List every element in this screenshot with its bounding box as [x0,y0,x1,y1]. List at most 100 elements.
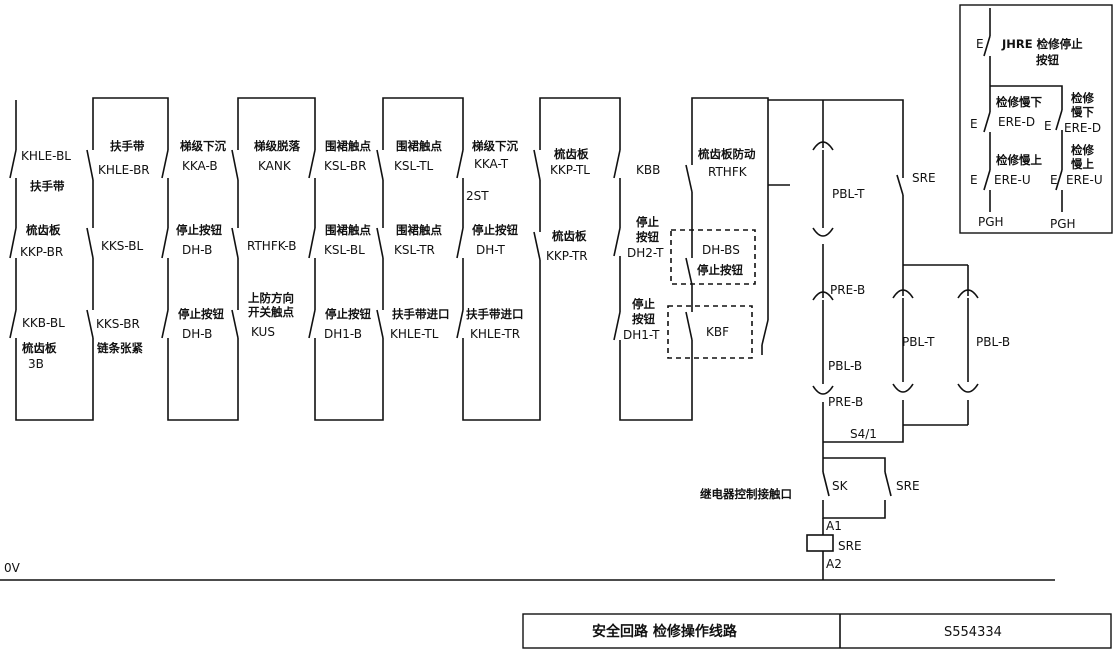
c6-f: KHLE-TL [390,327,439,341]
kbf-dashed-box [667,305,753,359]
pre-b-label: PRE-B [830,283,865,297]
inset-e4: E [970,173,978,187]
c10-e: KBF [706,325,729,339]
c2-e: 链条张紧 [97,341,143,355]
pbl-b-label: PBL-B [828,359,862,373]
c9-c: 按钮 [636,230,659,244]
c5-d: KSL-BL [324,243,365,257]
c1-f: 梳齿板 [22,341,57,355]
c1-g: 3B [28,357,44,371]
c2-b: KHLE-BR [98,163,150,177]
pbl-t-label-2: PBL-T [902,335,935,349]
inset-up-left: 检修慢上 [996,153,1042,167]
inset-e5: E [1050,173,1058,187]
a1-label: A1 [826,519,842,533]
inset-up-right-2: 慢上 [1071,157,1094,171]
c1-b: 扶手带 [30,179,65,193]
c3-d: DH-B [182,243,212,257]
c7-c: 2ST [466,189,489,203]
c9-g: DH1-T [623,328,660,342]
safety-chain-wiring [9,97,904,421]
inset-e2: E [970,117,978,131]
c2-a: 扶手带 [110,139,145,153]
c1-e: KKB-BL [22,316,65,330]
c9-f: 按钮 [632,312,655,326]
a2-label: A2 [826,557,842,571]
c3-a: 梯级下沉 [180,139,226,153]
c2-c: KKS-BL [101,239,143,253]
c10-b: RTHFK [708,165,748,179]
inset-e1: E [976,37,984,51]
c3-c: 停止按钮 [176,223,222,237]
c9-d: DH2-T [627,246,664,260]
sre-label-2: SRE [896,479,920,493]
relay-contact-label: 继电器控制接触口 [700,487,792,501]
c5-e: 停止按钮 [325,307,371,321]
c9-b: 停止 [636,215,659,229]
inset-down-right-1: 检修 [1071,91,1094,105]
c6-e: 扶手带进口 [392,307,450,321]
c4-a: 梯级脱落 [254,139,300,153]
inset-ere-d-2: ERE-D [1064,121,1101,135]
c6-d: KSL-TR [394,243,435,257]
c7-e: DH-T [476,243,505,257]
s4-label: S4/1 [850,427,877,441]
dh-bs-dashed-box [670,229,756,285]
inset-btn: 按钮 [1036,53,1059,67]
c8-a: 梳齿板 [554,147,589,161]
c8-d: KKP-TR [546,249,588,263]
c6-c: 围裙触点 [396,223,442,237]
pbl-t-label: PBL-T [832,187,865,201]
title-block [522,613,1112,649]
inset-up-right-1: 检修 [1071,143,1094,157]
c4-b: KANK [258,159,292,173]
c7-b: KKA-T [474,157,509,171]
c10-c: DH-BS [702,243,740,257]
c7-a: 梯级下沉 [472,139,518,153]
c9-a: KBB [636,163,660,177]
ground-label: 0V [4,561,21,575]
c6-b: KSL-TL [394,159,434,173]
inset-ere-u-2: ERE-U [1066,173,1103,187]
inset-jhre: JHRE 检修停止 [1001,37,1083,51]
c7-d: 停止按钮 [472,223,518,237]
c4-e: 开关触点 [248,305,294,319]
sk-label: SK [832,479,849,493]
c5-a: 围裙触点 [325,139,371,153]
coil-label: SRE [838,539,862,553]
c3-e: 停止按钮 [178,307,224,321]
pbl-b-label-2: PBL-B [976,335,1010,349]
maintenance-inset [959,4,1113,234]
c7-f: 扶手带进口 [466,307,524,321]
c4-c: RTHFK-B [247,239,296,253]
c8-c: 梳齿板 [552,229,587,243]
inset-pgh-1: PGH [978,215,1004,229]
c5-b: KSL-BR [324,159,366,173]
c1-a: KHLE-BL [21,149,71,163]
inset-pgh-2: PGH [1050,217,1076,231]
c1-c: 梳齿板 [26,223,61,237]
c4-d: 上防方向 [248,291,294,305]
c6-a: 围裙触点 [396,139,442,153]
pre-b-label-2: PRE-B [828,395,863,409]
c3-f: DH-B [182,327,212,341]
c3-b: KKA-B [182,159,218,173]
c10-a: 梳齿板防动 [698,147,756,161]
sre-label-1: SRE [912,171,936,185]
c4-f: KUS [251,325,275,339]
c9-e: 停止 [632,297,655,311]
c5-f: DH1-B [324,327,362,341]
inset-ere-u-1: ERE-U [994,173,1031,187]
inset-down-left: 检修慢下 [996,95,1042,109]
inset-e3: E [1044,119,1052,133]
c1-d: KKP-BR [20,245,63,259]
title-block-title: 安全回路 检修操作线路 [592,623,738,640]
inset-down-right-2: 慢下 [1071,105,1094,119]
title-block-code: S554334 [944,625,1002,640]
c8-b: KKP-TL [550,163,590,177]
inset-ere-d-1: ERE-D [998,115,1035,129]
c7-g: KHLE-TR [470,327,520,341]
c5-c: 围裙触点 [325,223,371,237]
